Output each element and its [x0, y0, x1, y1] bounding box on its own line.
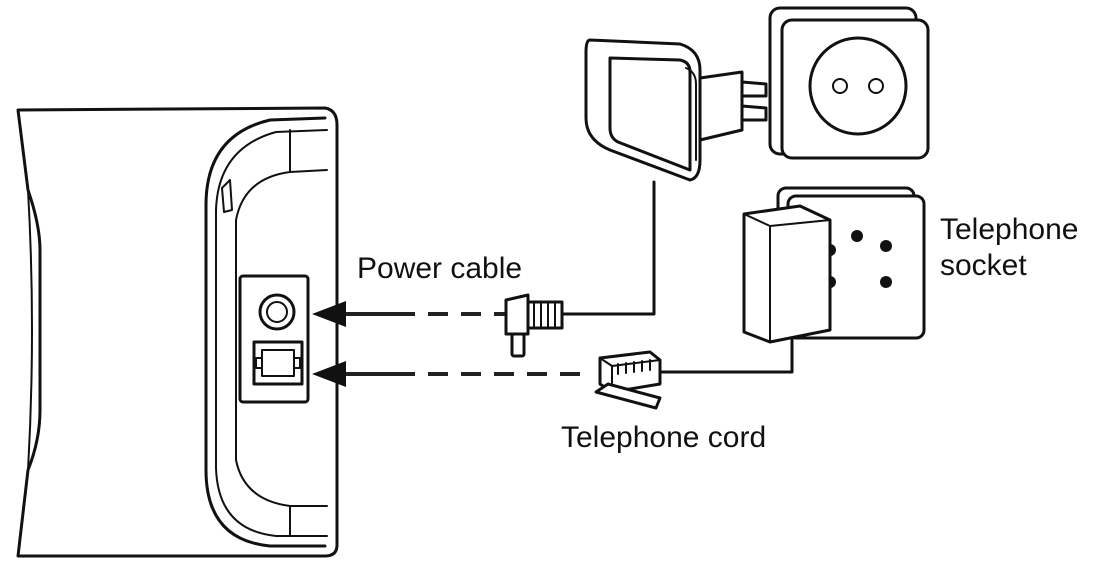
telephone-socket-label: Telephone socket: [940, 212, 1078, 284]
base-station-icon: [16, 106, 339, 558]
telephone-socket-label-line2: socket: [940, 249, 1027, 282]
telephone-cord-label: Telephone cord: [561, 421, 767, 454]
connection-lines: [312, 301, 585, 387]
power-adapter-icon: [584, 38, 768, 182]
power-cable-label: Power cable: [357, 252, 523, 285]
power-plug-icon: [504, 293, 564, 358]
telephone-socket-label-line1: Telephone: [940, 213, 1079, 246]
telephone-cord-line: [658, 338, 794, 374]
power-outlet-icon: [768, 6, 930, 160]
power-adapter-cable: [560, 180, 656, 316]
telephone-socket-icon: [742, 186, 926, 344]
rj11-plug-icon: [594, 350, 662, 410]
